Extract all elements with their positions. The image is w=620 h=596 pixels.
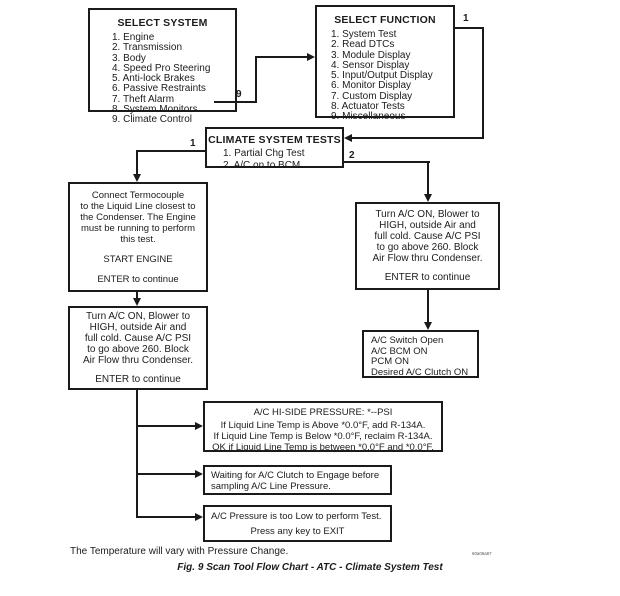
menu-item-engine: 1. Engine	[112, 32, 155, 43]
select-function-list: 1. System Test 2. Read DTCs 3. Module Di…	[317, 29, 453, 123]
arrowhead-down-icon	[424, 194, 432, 202]
connector-line	[136, 390, 138, 518]
enter-to-continue-text: ENTER to continue	[95, 374, 181, 385]
menu-item-custom-display: 7. Custom Display	[331, 90, 413, 102]
select-system-list: 1. Engine 2. Transmission 3. Body 4. Spe…	[90, 32, 235, 126]
menu-item-miscellaneous: 9. Miscellaneous	[331, 111, 406, 123]
waiting-clutch-text: Waiting for A/C Clutch to Engage before …	[211, 470, 380, 492]
menu-item-monitor-display: 6. Monitor Display	[331, 80, 412, 92]
arrowhead-right-icon	[307, 53, 315, 61]
menu-item-system-test: 1. System Test	[331, 29, 397, 40]
hi-side-pressure-rules: If Liquid Line Temp is Above *0.0°F, add…	[212, 420, 434, 453]
connector-label-1: 1	[463, 13, 469, 24]
connector-line	[455, 27, 484, 29]
connector-line	[255, 56, 257, 103]
climate-tests-list: 1. Partial Chg Test 2. A/C on to BCM	[207, 148, 342, 171]
connect-thermocouple-box: Connect Termocouple to the Liquid Line c…	[68, 182, 208, 292]
menu-item-module-display: 3. Module Display	[331, 49, 411, 61]
menu-item-input-output-display: 5. Input/Output Display	[331, 70, 433, 82]
connector-line	[427, 161, 429, 195]
arrowhead-down-icon	[133, 174, 141, 182]
arrowhead-left-icon	[344, 134, 352, 142]
arrowhead-right-icon	[195, 422, 203, 430]
menu-item-body: 3. Body	[112, 52, 146, 64]
menu-item-theft-alarm: 7. Theft Alarm	[112, 93, 175, 105]
arrowhead-right-icon	[195, 470, 203, 478]
connector-line	[482, 27, 484, 139]
menu-item-actuator-tests: 8. Actuator Tests	[331, 101, 405, 113]
select-function-title: SELECT FUNCTION	[334, 14, 436, 26]
connector-line	[344, 161, 430, 163]
turn-ac-instructions: Turn A/C ON, Blower to HIGH, outside Air…	[82, 311, 194, 366]
connector-line	[352, 137, 484, 139]
turn-ac-on-right-box: Turn A/C ON, Blower to HIGH, outside Air…	[355, 202, 500, 290]
connector-line	[136, 150, 138, 175]
menu-item-system-monitors: 8. System Monitors	[112, 104, 198, 116]
pressure-too-low-box: A/C Pressure is too Low to perform Test.…	[203, 505, 392, 542]
connector-line	[427, 290, 429, 323]
arrowhead-down-icon	[133, 298, 141, 306]
connect-instructions: Connect Termocouple to the Liquid Line c…	[80, 189, 196, 245]
select-system-title: SELECT SYSTEM	[117, 17, 208, 29]
turn-ac-on-left-box: Turn A/C ON, Blower to HIGH, outside Air…	[68, 306, 208, 390]
climate-system-tests-box: CLIMATE SYSTEM TESTS 1. Partial Chg Test…	[205, 127, 344, 171]
enter-to-continue-text: ENTER to continue	[384, 272, 471, 283]
menu-item-anti-lock-brakes: 5. Anti-lock Brakes	[112, 73, 195, 85]
connector-label-1b: 1	[190, 138, 196, 149]
press-any-key-text: Press any key to EXIT	[250, 526, 345, 537]
arrowhead-right-icon	[195, 513, 203, 521]
connector-line	[136, 292, 138, 300]
connector-line	[214, 101, 257, 103]
arrowhead-down-icon	[424, 322, 432, 330]
menu-item-climate-control: 9. Climate Control	[112, 114, 193, 126]
menu-item-sensor-display: 4. Sensor Display	[331, 59, 410, 71]
connector-line	[136, 473, 195, 475]
ac-status-box: A/C Switch Open A/C BCM ON PCM ON Desire…	[362, 330, 479, 378]
menu-item-ac-on-to-bcm: 2. A/C on to BCM	[223, 159, 301, 171]
climate-system-tests-title: CLIMATE SYSTEM TESTS	[208, 134, 341, 146]
turn-ac-instructions: Turn A/C ON, Blower to HIGH, outside Air…	[372, 209, 483, 264]
connector-line	[136, 516, 195, 518]
connector-line	[255, 56, 307, 58]
waiting-clutch-box: Waiting for A/C Clutch to Engage before …	[203, 465, 392, 495]
menu-item-partial-chg-test: 1. Partial Chg Test	[223, 148, 305, 159]
connector-line	[136, 150, 205, 152]
connector-line	[136, 425, 195, 427]
menu-item-passive-restraints: 6. Passive Restraints	[112, 83, 206, 95]
start-engine-text: START ENGINE	[103, 253, 173, 265]
menu-item-read-dtcs: 2. Read DTCs	[331, 39, 395, 51]
pressure-too-low-text: A/C Pressure is too Low to perform Test.	[211, 511, 382, 522]
temperature-footnote: The Temperature will vary with Pressure …	[70, 546, 289, 557]
ac-status-lines: A/C Switch Open A/C BCM ON PCM ON Desire…	[371, 335, 469, 378]
select-system-box: SELECT SYSTEM 1. Engine 2. Transmission …	[88, 8, 237, 125]
select-function-box: SELECT FUNCTION 1. System Test 2. Read D…	[315, 5, 455, 122]
menu-item-transmission: 2. Transmission	[112, 42, 183, 54]
connector-label-2: 2	[349, 150, 355, 161]
hi-side-pressure-title: A/C HI-SIDE PRESSURE: *--PSI	[253, 407, 393, 418]
connector-label-9: 9	[236, 89, 242, 100]
document-code: 60a06a97	[472, 551, 492, 556]
hi-side-pressure-box: A/C HI-SIDE PRESSURE: *--PSI If Liquid L…	[203, 401, 443, 453]
figure-caption: Fig. 9 Scan Tool Flow Chart - ATC - Clim…	[177, 562, 443, 573]
enter-to-continue-text: ENTER to continue	[97, 273, 179, 285]
menu-item-speed-pro-steering: 4. Speed Pro Steering	[112, 62, 211, 74]
